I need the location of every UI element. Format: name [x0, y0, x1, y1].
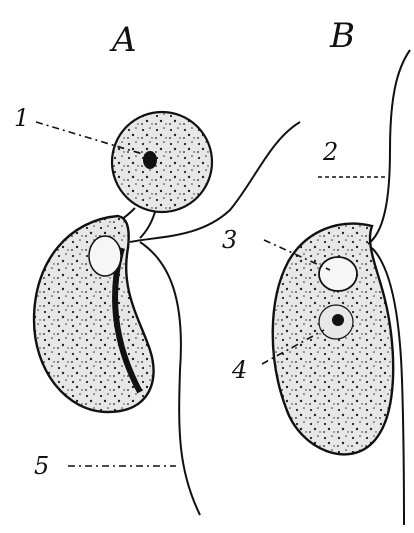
label-2: 2: [323, 138, 338, 166]
nucleus-1: [143, 151, 157, 169]
nucleolus-4: [332, 314, 344, 326]
label-4: 4: [232, 356, 247, 384]
flagellum-b-top: [368, 50, 410, 244]
panel-label-a: A: [112, 20, 137, 60]
label-1: 1: [14, 104, 29, 132]
label-3: 3: [222, 226, 237, 254]
cell-a-round: [112, 112, 212, 212]
panel-label-b: B: [330, 16, 355, 56]
label-5: 5: [34, 452, 49, 480]
vacuole-a: [89, 236, 121, 276]
vacuole-3: [319, 257, 357, 291]
